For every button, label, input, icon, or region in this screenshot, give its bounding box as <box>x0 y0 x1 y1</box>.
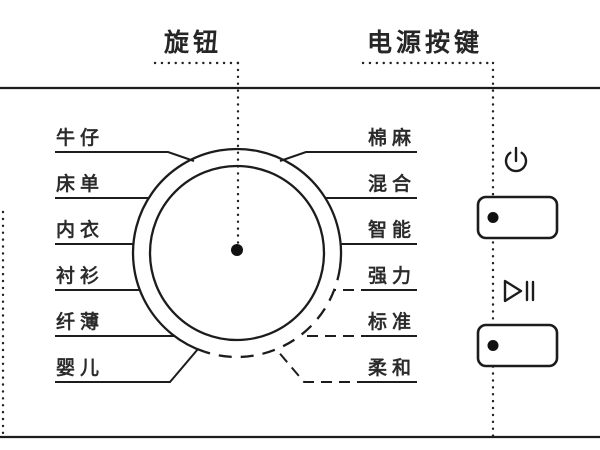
power-buttons-callout-label: 电源按键 <box>367 29 484 57</box>
dial-program-label: 床单 <box>56 174 105 195</box>
power-icon <box>504 146 528 173</box>
power-button-body[interactable] <box>476 195 559 240</box>
start-pause-button-indicator-dot <box>487 340 499 351</box>
start-pause-button[interactable] <box>476 323 559 368</box>
dial-program-label: 内衣 <box>56 220 105 241</box>
dial-inner-ring <box>148 164 326 342</box>
dial-program-label: 牛仔 <box>56 128 105 149</box>
program-connector-line <box>55 348 199 383</box>
dial-program-label: 棉麻 <box>368 128 417 149</box>
dial-program-label: 衬衫 <box>56 266 105 287</box>
dial-program-label: 标准 <box>368 312 417 333</box>
power-buttons-leader-line <box>361 61 495 438</box>
power-button-indicator-dot <box>487 212 499 223</box>
dial-outer-ring-dashed <box>204 267 342 359</box>
power-button[interactable] <box>476 195 559 240</box>
program-connector-line <box>55 151 195 162</box>
dial-program-label: 婴儿 <box>56 358 105 379</box>
knob-callout-label: 旋钮 <box>164 29 223 57</box>
dial-program-label: 智能 <box>368 220 417 241</box>
dial-program-label: 强力 <box>368 266 417 287</box>
start-pause-button-body[interactable] <box>476 323 559 368</box>
knob-leader-line <box>153 61 243 247</box>
dial-outer-ring-solid <box>131 147 343 353</box>
program-connector-line-dashed <box>275 348 368 383</box>
dial-program-label: 柔和 <box>368 358 417 379</box>
dial-center-dot <box>231 244 243 256</box>
play-pause-icon <box>503 279 535 303</box>
program-dial-knob[interactable] <box>131 147 343 359</box>
dial-program-label: 混合 <box>368 174 417 195</box>
dial-program-label: 纤薄 <box>56 312 105 333</box>
program-connector-line <box>279 151 417 162</box>
